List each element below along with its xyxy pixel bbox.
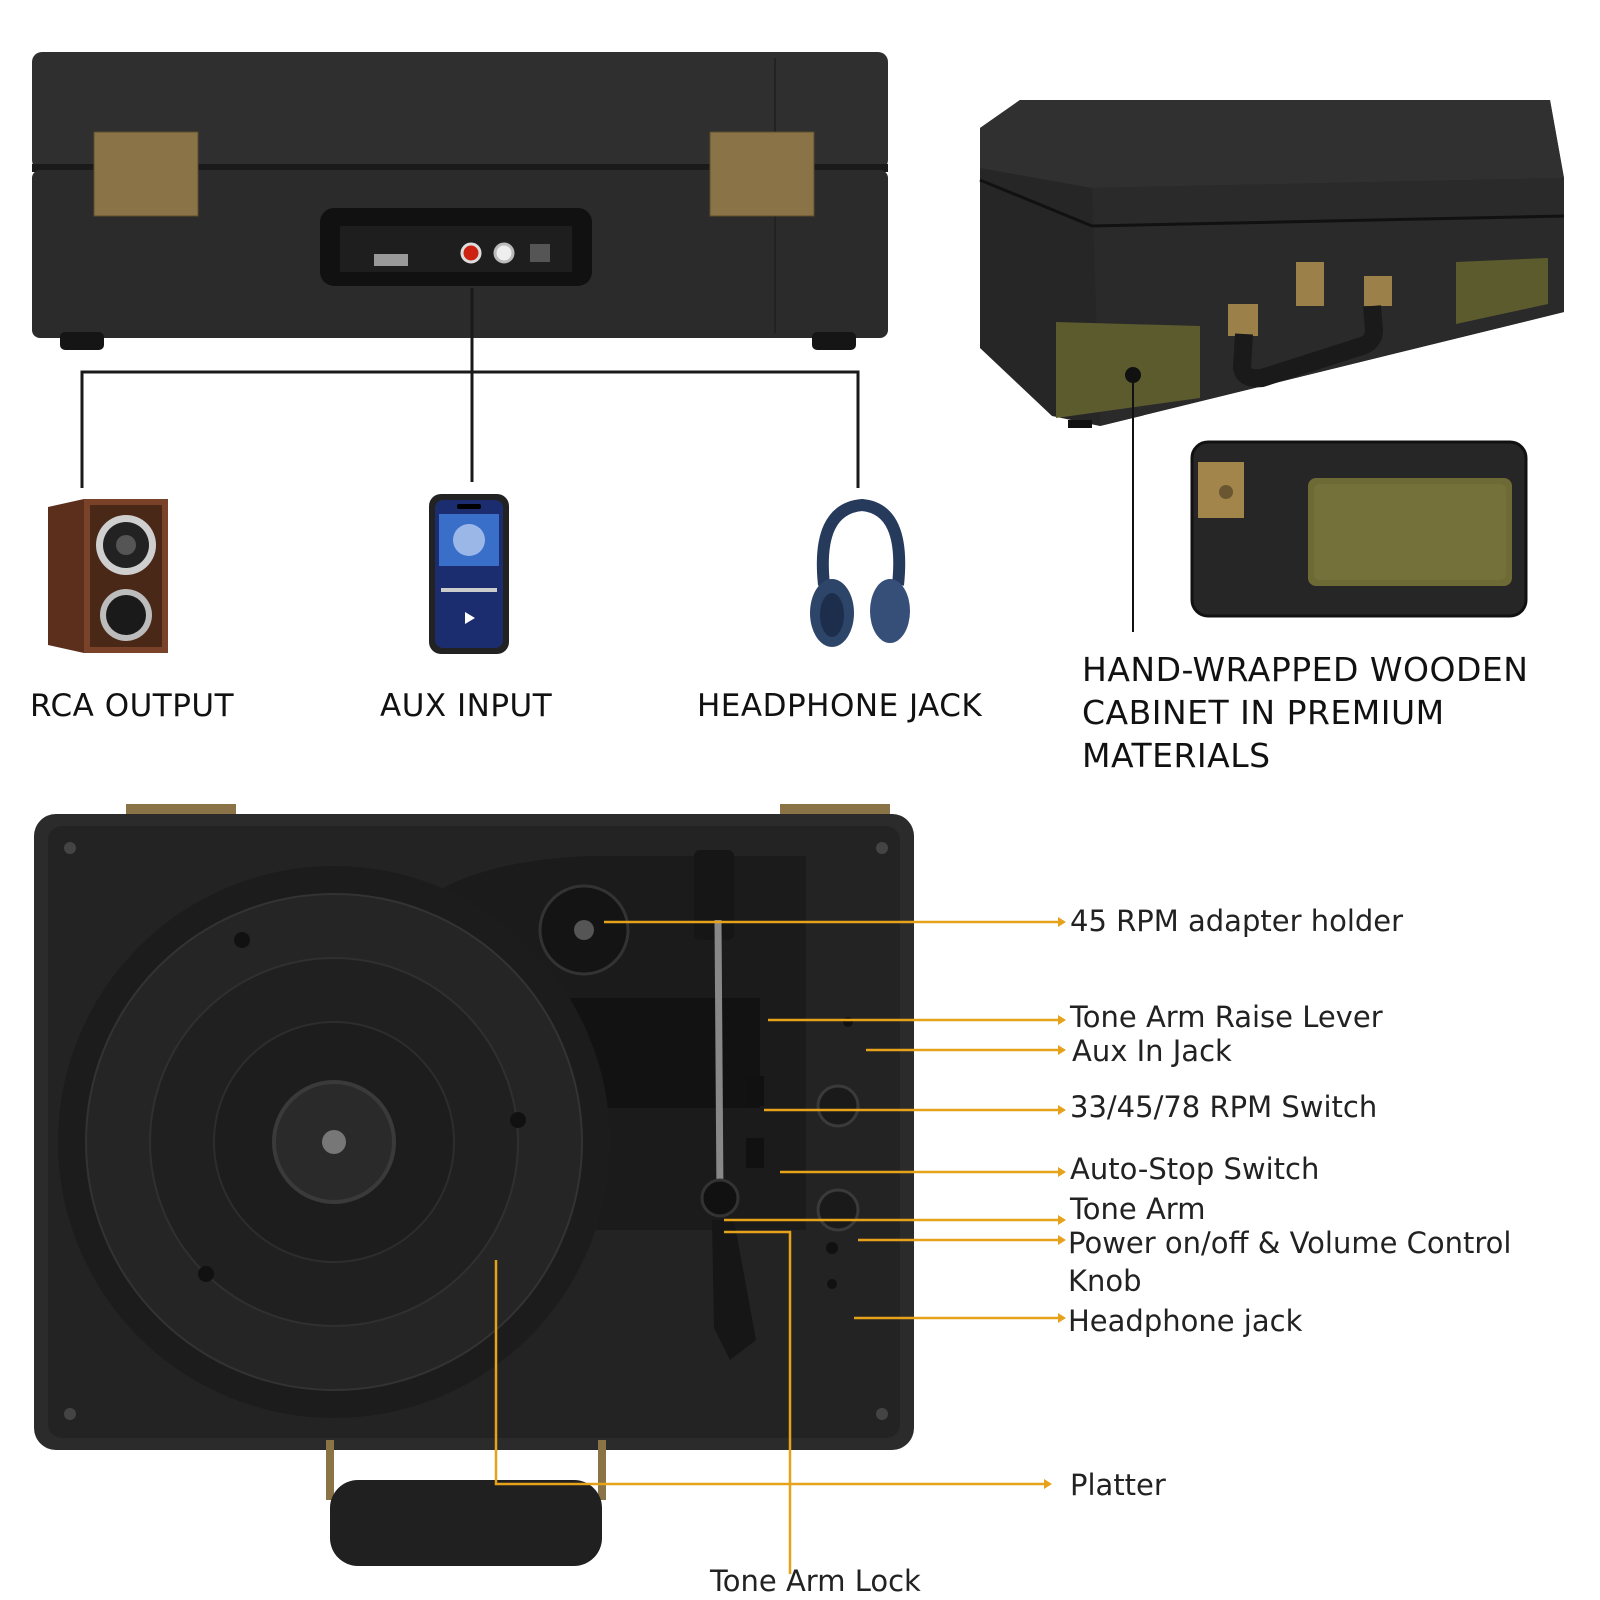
adapter-holder-label: 45 RPM adapter holder xyxy=(1070,904,1404,938)
rpm-switch-label: 33/45/78 RPM Switch xyxy=(1070,1090,1378,1124)
rca-output-label: RCA OUTPUT xyxy=(30,688,235,724)
tone-arm-label: Tone Arm xyxy=(1070,1192,1206,1226)
power-volume-label-line2: Knob xyxy=(1068,1264,1142,1298)
platter-label: Platter xyxy=(1070,1468,1166,1502)
turntable-top-view xyxy=(34,804,914,1566)
feature-text-line2: CABINET IN PREMIUM xyxy=(1082,693,1445,732)
feature-text-line3: MATERIALS xyxy=(1082,736,1271,775)
power-volume-label: Power on/off & Volume Control xyxy=(1068,1226,1512,1260)
raise-lever-label: Tone Arm Raise Lever xyxy=(1070,1000,1383,1034)
aux-jack-label: Aux In Jack xyxy=(1072,1034,1232,1068)
closed-case-view xyxy=(979,100,1565,428)
aux-input-label: AUX INPUT xyxy=(380,688,553,724)
turntable-back-view xyxy=(32,52,888,350)
headphone-jack-label: HEADPHONE JACK xyxy=(697,688,983,724)
headphone-jack-part-label: Headphone jack xyxy=(1068,1304,1303,1338)
speaker-grill-closeup xyxy=(1190,440,1528,618)
tone-arm-lock-label: Tone Arm Lock xyxy=(710,1564,921,1598)
auto-stop-label: Auto-Stop Switch xyxy=(1070,1152,1320,1186)
bookshelf-speaker-icon xyxy=(48,499,168,653)
smartphone-icon xyxy=(429,494,509,654)
feature-text-line1: HAND-WRAPPED WOODEN xyxy=(1082,650,1529,689)
headphones-icon xyxy=(810,498,910,647)
